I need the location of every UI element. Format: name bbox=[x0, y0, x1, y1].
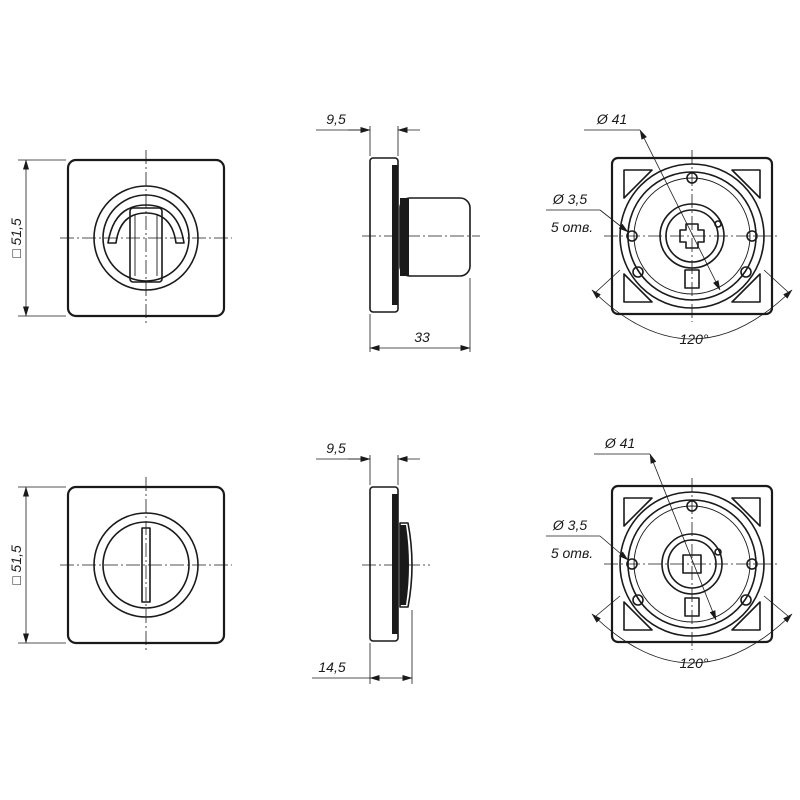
diameter-label: Ø 41 bbox=[604, 435, 635, 451]
indicator-profile bbox=[399, 522, 413, 608]
knob-shading bbox=[107, 204, 185, 244]
hole-diameter-label: Ø 3,5 bbox=[552, 517, 587, 533]
top-side-view: 9,5 33 bbox=[316, 111, 480, 352]
corner-pad bbox=[623, 169, 653, 199]
angle-label: 120° bbox=[680, 655, 709, 671]
square-dimension-label: □ 51,5 bbox=[8, 545, 24, 585]
square-dimension-label: □ 51,5 bbox=[8, 218, 24, 258]
top-back-view: Ø 41 Ø 3,5 5 отв. 120° bbox=[546, 111, 793, 347]
bottom-back-view: Ø 41 Ø 3,5 5 отв. 120° bbox=[546, 435, 793, 671]
bottom-side-view: 9,5 14,5 bbox=[312, 440, 430, 684]
diameter-label: Ø 41 bbox=[596, 111, 627, 127]
bottom-front-view: □ 51,5 bbox=[8, 477, 232, 653]
width-dimension-label: 9,5 bbox=[326, 440, 346, 456]
knob-profile bbox=[399, 197, 471, 277]
hole-count-label: 5 отв. bbox=[551, 219, 593, 235]
hole-diameter-label: Ø 3,5 bbox=[552, 191, 587, 207]
depth-dimension-label: 14,5 bbox=[318, 659, 345, 675]
depth-dimension-label: 33 bbox=[414, 329, 430, 345]
top-front-view: □ 51,5 bbox=[8, 150, 232, 326]
hole-count-label: 5 отв. bbox=[551, 545, 593, 561]
angle-label: 120° bbox=[680, 331, 709, 347]
width-dimension-label: 9,5 bbox=[326, 111, 346, 127]
